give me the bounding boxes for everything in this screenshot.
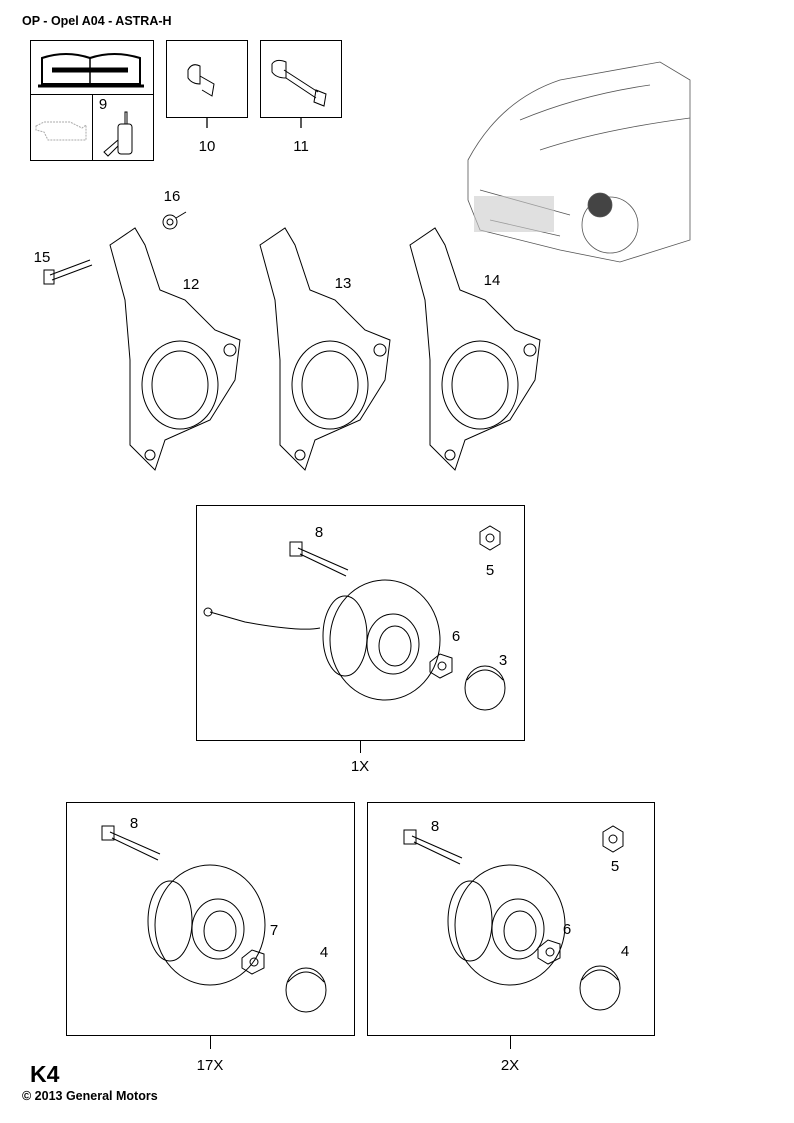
callout-9: 9 (98, 96, 108, 113)
hub-group-1x-box (196, 505, 525, 741)
adhesive-bottle-icon (103, 111, 133, 157)
knuckle-14 (409, 227, 541, 471)
repair-manual-icon (38, 53, 144, 88)
callout-13: 13 (334, 275, 352, 292)
callout-4: 4 (319, 944, 329, 961)
callout-4: 4 (620, 943, 630, 960)
callout-10: 10 (198, 138, 216, 155)
hub-group-2x-box (367, 802, 655, 1036)
clip-11-box (260, 40, 342, 118)
leader-line (510, 1036, 511, 1049)
flange-nut-5 (479, 525, 501, 551)
qty-17x: 17X (196, 1057, 224, 1074)
hub-assembly-1x (289, 541, 506, 711)
clip-10-box (166, 40, 248, 118)
page-title: OP - Opel A04 - ASTRA-H (22, 14, 172, 28)
hub-assembly-17x (101, 825, 327, 1013)
clip-long-icon (271, 59, 327, 107)
callout-8: 8 (314, 524, 324, 541)
callout-16: 16 (163, 188, 181, 205)
hub-group-17x-box (66, 802, 355, 1036)
abs-sensor-cable (203, 607, 321, 630)
knuckle-12 (109, 227, 241, 471)
clip-small-icon (187, 64, 215, 97)
hub-assembly-2x (403, 829, 621, 1011)
callout-11: 11 (293, 138, 309, 155)
divider (92, 94, 93, 161)
callout-15: 15 (33, 249, 51, 266)
oil-can-icon (35, 121, 87, 141)
page-code: K4 (30, 1061, 60, 1087)
leader-line (360, 741, 361, 753)
callout-8: 8 (129, 815, 139, 832)
flange-nut-5 (602, 825, 624, 853)
callout-5: 5 (610, 858, 620, 875)
callout-8: 8 (430, 818, 440, 835)
leader-line (210, 1036, 211, 1049)
callout-3: 3 (498, 652, 508, 669)
vehicle-location-sketch (467, 61, 691, 263)
callout-6: 6 (451, 628, 461, 645)
callout-6: 6 (562, 921, 572, 938)
callout-5: 5 (485, 562, 495, 579)
bolt-15 (43, 259, 93, 285)
knuckle-13 (259, 227, 391, 471)
callout-14: 14 (483, 272, 501, 289)
qty-1x: 1X (350, 758, 370, 775)
callout-7: 7 (269, 922, 279, 939)
callout-12: 12 (182, 276, 200, 293)
qty-2x: 2X (500, 1057, 520, 1074)
copyright: © 2013 General Motors (22, 1089, 158, 1103)
nut-16 (162, 211, 187, 230)
